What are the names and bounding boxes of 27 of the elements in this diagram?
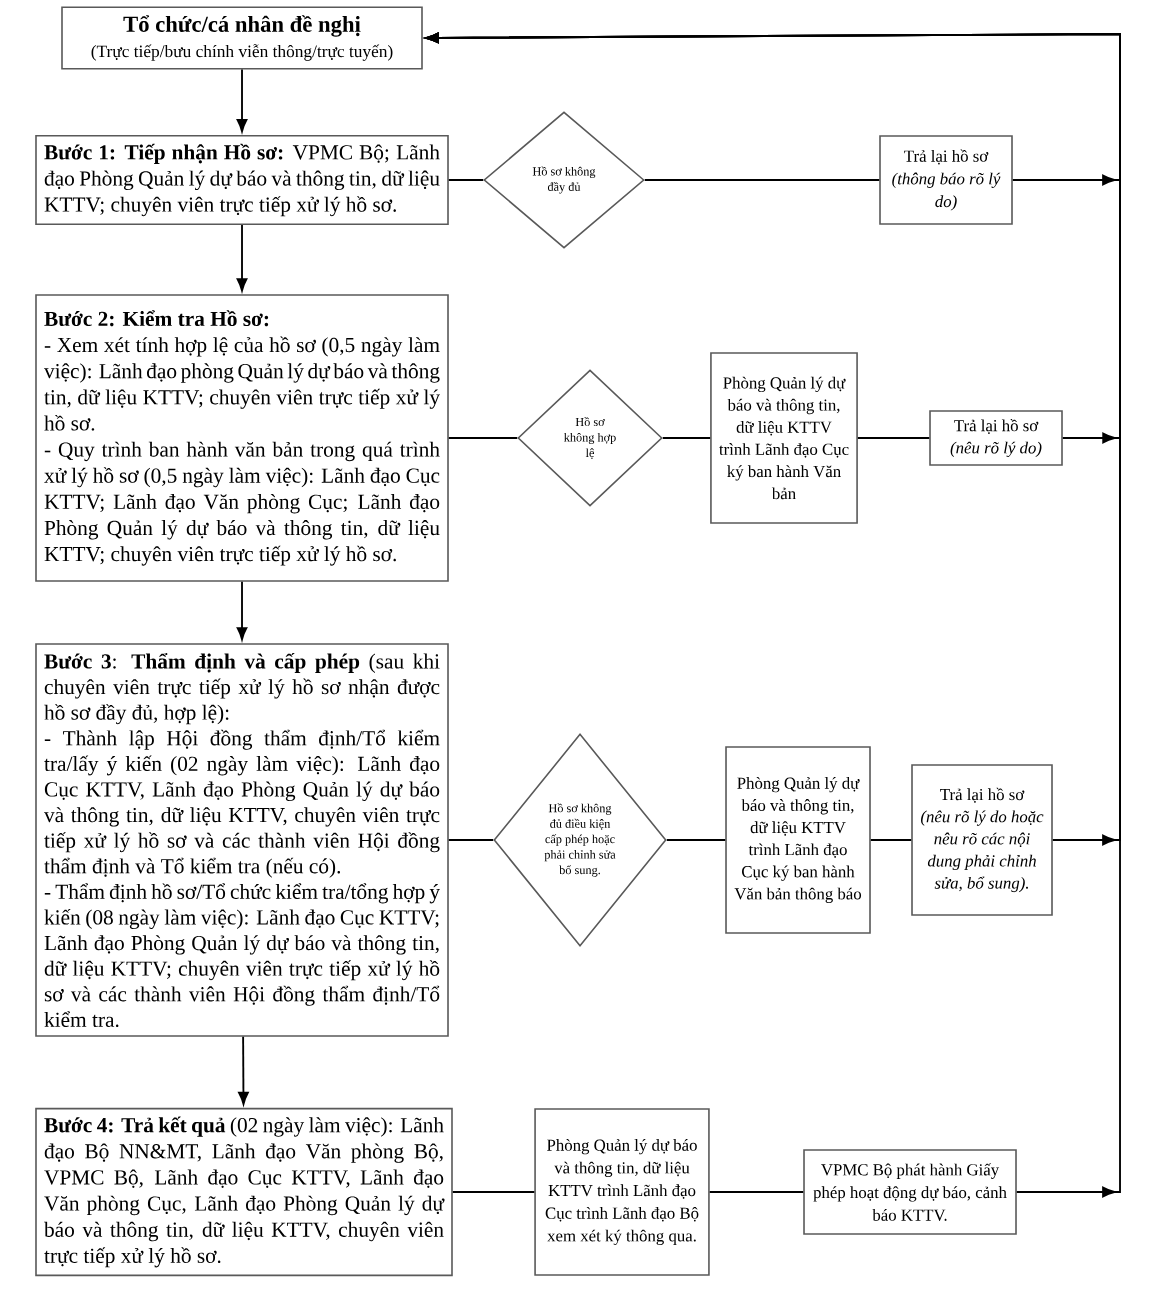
process-box: Phòng Quản lý dự báo và thông tin, dữ liệu KTTV trình Lãnh đạo Cục ký ban hành Văn bản	[710, 352, 858, 524]
connector-line	[451, 1191, 536, 1193]
arrow	[238, 1035, 249, 1105]
start-box: Tổ chức/cá nhân đề nghị (Trực tiếp/bưu chính viễn thông/trực tuyến)	[61, 6, 423, 70]
step-box: Bước 2: Kiểm tra Hồ sơ: - Xem xét tính hợp lệ của hồ sơ (0,5 ngày làm việc): Lãnh đạo phòng Quản lý dự báo và thông tin, dữ liệu KTTV; chuyên viên trực tiếp xử lý hồ sơ. - Quy trình ban hành văn bản trong quá trình xử lý hồ sơ (0,5 ngày làm việc): Lãnh đạo Cục KTTV; Lãnh đạo Văn phòng Cục; Lãnh đạo Phòng Quản lý dự báo và thông tin, dữ liệu KTTV; chuyên viên trực tiếp xử lý hồ sơ.	[35, 294, 449, 582]
connector-line	[447, 179, 485, 181]
return-box: Trả lại hồ sơ (nêu rõ lý do hoặc nêu rõ các nội dung phải chỉnh sửa, bổ sung).	[911, 764, 1053, 916]
return-box: Trả lại hồ sơ (thông báo rõ lý do)	[879, 135, 1013, 225]
connector-line	[643, 179, 881, 181]
step-box: Bước 3: Thẩm định và cấp phép (sau khi chuyên viên trực tiếp xử lý hồ sơ nhận được hồ sơ đầy đủ, hợp lệ): - Thành lập Hội đồng thẩm định/Tổ kiểm tra/lấy ý kiến (02 ngày làm việc): Lãnh đạo Cục KTTV, Lãnh đạo Phòng Quản lý dự báo và thông tin, dữ liệu KTTV, chuyên viên trực tiếp xử lý hồ sơ và các thành viên Hội đồng thẩm định và Tổ kiểm tra (nếu có). - Thẩm định hồ sơ/Tổ chức kiểm tra/tổng hợp ý kiến (08 ngày làm việc): Lãnh đạo Cục KTTV; Lãnh đạo Phòng Quản lý dự báo và thông tin, dữ liệu KTTV; chuyên viên trực tiếp xử lý hồ sơ và các thành viên Hội đồng thẩm định/Tổ kiểm tra.	[35, 643, 449, 1037]
process-box: Phòng Quản lý dự báo và thông tin, dữ liệu KTTV trình Lãnh đạo Cục ký ban hành Văn bản thông báo	[725, 746, 871, 934]
return-box: Trả lại hồ sơ (nêu rõ lý do)	[929, 410, 1063, 466]
connector-line	[665, 839, 727, 841]
connector-line	[661, 437, 712, 439]
process-box: VPMC Bộ phát hành Giấy phép hoạt động dự báo, cảnh báo KTTV.	[803, 1149, 1017, 1235]
arrow	[236, 580, 248, 641]
connector-line	[447, 839, 495, 841]
connector-line	[447, 437, 519, 439]
connector-line	[869, 839, 913, 841]
step-box: Bước 1: Tiếp nhận Hồ sơ: VPMC Bộ; Lãnh đạo Phòng Quản lý dự báo và thông tin, dữ liệu KTTV; chuyên viên trực tiếp xử lý hồ sơ.	[35, 135, 449, 225]
arrow	[425, 32, 1121, 1198]
connector-line	[708, 1191, 805, 1193]
connector-line	[856, 437, 931, 439]
step-box: Bước 4: Trả kết quả (02 ngày làm việc): Lãnh đạo Bộ NN&MT, Lãnh đạo Văn phòng Bộ, VPMC Bộ, Lãnh đạo Cục KTTV, Lãnh đạo Văn phòng Cục, Lãnh đạo Phòng Quản lý dự báo và thông tin, dữ liệu KTTV, chuyên viên trực tiếp xử lý hồ sơ.	[35, 1107, 453, 1277]
process-box: Phòng Quản lý dự báo và thông tin, dữ liệu KTTV trình Lãnh đạo Cục trình Lãnh đạo Bộ xem xét ký thông qua.	[534, 1108, 710, 1276]
arrow	[236, 224, 248, 292]
arrow	[236, 68, 248, 133]
